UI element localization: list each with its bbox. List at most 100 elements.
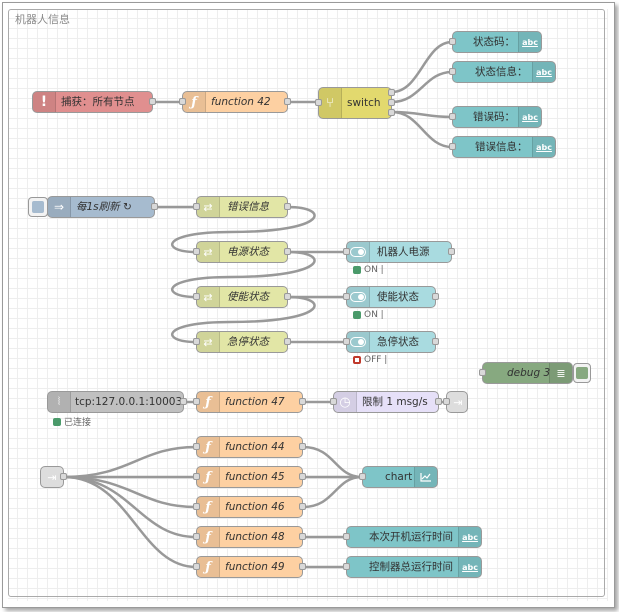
function-icon: ƒ (197, 467, 220, 487)
input-port[interactable] (330, 398, 337, 405)
input-port[interactable] (449, 113, 456, 120)
input-port[interactable] (343, 533, 350, 540)
node-label: 错误码： (473, 111, 515, 123)
ui-switch-node[interactable]: 急停状态 (343, 331, 439, 353)
ui-switch-node[interactable]: 使能状态 (343, 286, 439, 308)
ui-text-node[interactable]: 状态码： abc (449, 31, 542, 53)
debug-toggle-button[interactable] (573, 363, 591, 383)
input-port[interactable] (179, 98, 186, 105)
catch-node[interactable]: ! 捕获：所有节点 (32, 91, 156, 113)
input-port[interactable] (343, 248, 350, 255)
output-port[interactable] (299, 398, 306, 405)
ui-text-node[interactable]: 控制器总运行时间 abc (343, 556, 482, 578)
node-label: 每1s刷新 ↻ (76, 201, 132, 213)
output-port[interactable] (299, 473, 306, 480)
function-node[interactable]: ƒ function 45 (193, 466, 306, 488)
output-port[interactable] (151, 203, 158, 210)
output-port[interactable] (299, 503, 306, 510)
function-node[interactable]: ƒ function 46 (193, 496, 306, 518)
input-port[interactable] (359, 473, 366, 480)
ui-text-node[interactable]: 错误码： abc (449, 106, 542, 128)
input-port[interactable] (315, 99, 322, 106)
link-arrow-icon: ⇥ (47, 470, 57, 484)
input-port[interactable] (193, 533, 200, 540)
output-port[interactable] (299, 563, 306, 570)
change-node[interactable]: ⇄ 使能状态 (193, 286, 291, 308)
input-port[interactable] (449, 143, 456, 150)
input-port[interactable] (479, 369, 486, 376)
ui-text-node[interactable]: 本次开机运行时间 abc (343, 526, 482, 548)
node-label: 错误信息： (475, 141, 528, 153)
alert-icon: ! (33, 92, 56, 112)
function-node[interactable]: ƒ function 49 (193, 556, 306, 578)
output-port[interactable] (388, 89, 395, 96)
node-label: tcp:127.0.0.1:10003 (75, 396, 183, 408)
output-port[interactable] (284, 338, 291, 345)
link-out-node[interactable]: ⇥ (443, 391, 468, 413)
node-label: 急停状态 (227, 336, 269, 348)
function-node[interactable]: ƒ function 47 (193, 391, 306, 413)
ui-chart-node[interactable]: chart (359, 466, 438, 488)
node-label: 急停状态 (377, 336, 419, 348)
debug-node[interactable]: debug 3 ≣ (479, 362, 573, 384)
inject-button[interactable] (28, 197, 48, 217)
input-port[interactable] (443, 398, 450, 405)
node-status: 已连接 (53, 415, 91, 428)
input-port[interactable] (193, 563, 200, 570)
input-port[interactable] (343, 293, 350, 300)
input-port[interactable] (193, 203, 200, 210)
link-in-node[interactable]: ⇥ (40, 466, 67, 488)
node-group[interactable] (8, 9, 605, 597)
input-port[interactable] (193, 443, 200, 450)
output-port[interactable] (388, 109, 395, 116)
input-port[interactable] (449, 68, 456, 75)
output-port[interactable] (149, 98, 156, 105)
function-icon: ƒ (197, 437, 220, 457)
change-node[interactable]: ⇄ 电源状态 (193, 241, 291, 263)
input-port[interactable] (193, 248, 200, 255)
input-port[interactable] (193, 293, 200, 300)
output-port[interactable] (284, 98, 291, 105)
node-label: debug 3 (507, 367, 551, 379)
output-port[interactable] (284, 248, 291, 255)
input-port[interactable] (193, 503, 200, 510)
output-port[interactable] (432, 293, 439, 300)
inject-node[interactable]: ⇒ 每1s刷新 ↻ (47, 196, 158, 218)
output-port[interactable] (284, 203, 291, 210)
input-port[interactable] (343, 338, 350, 345)
function-icon: ƒ (197, 527, 220, 547)
output-port[interactable] (60, 473, 67, 480)
output-port[interactable] (435, 398, 442, 405)
change-node[interactable]: ⇄ 错误信息 (193, 196, 291, 218)
input-port[interactable] (343, 563, 350, 570)
input-port[interactable] (193, 338, 200, 345)
ui-text-node[interactable]: 状态信息： abc (449, 61, 556, 83)
output-port[interactable] (432, 338, 439, 345)
function-node[interactable]: ƒ function 42 (179, 91, 291, 113)
output-port[interactable] (299, 533, 306, 540)
input-port[interactable] (193, 398, 200, 405)
node-label: 本次开机运行时间 (369, 531, 453, 543)
output-port[interactable] (448, 248, 455, 255)
link-arrow-icon: ⇥ (453, 395, 463, 409)
node-label: 机器人电源 (377, 246, 430, 258)
output-port[interactable] (284, 293, 291, 300)
function-node[interactable]: ƒ function 48 (193, 526, 306, 548)
switch-node[interactable]: ⑂ switch (315, 87, 395, 119)
tcp-in-node[interactable]: ⦚ tcp:127.0.0.1:10003 (47, 391, 187, 413)
change-node[interactable]: ⇄ 急停状态 (193, 331, 291, 353)
input-port[interactable] (449, 38, 456, 45)
delay-node[interactable]: ◷ 限制 1 msg/s (330, 391, 442, 413)
input-port[interactable] (193, 473, 200, 480)
node-label: function 47 (225, 396, 285, 408)
node-label: 使能状态 (227, 291, 269, 303)
ui-switch-node[interactable]: 机器人电源 (343, 241, 455, 263)
function-node[interactable]: ƒ function 44 (193, 436, 306, 458)
function-icon: ƒ (197, 557, 220, 577)
text-abc-icon: abc (458, 557, 481, 577)
node-label: 使能状态 (377, 291, 419, 303)
output-port[interactable] (388, 99, 395, 106)
ui-text-node[interactable]: 错误信息： abc (449, 136, 556, 158)
output-port[interactable] (299, 443, 306, 450)
output-port[interactable] (180, 398, 187, 405)
